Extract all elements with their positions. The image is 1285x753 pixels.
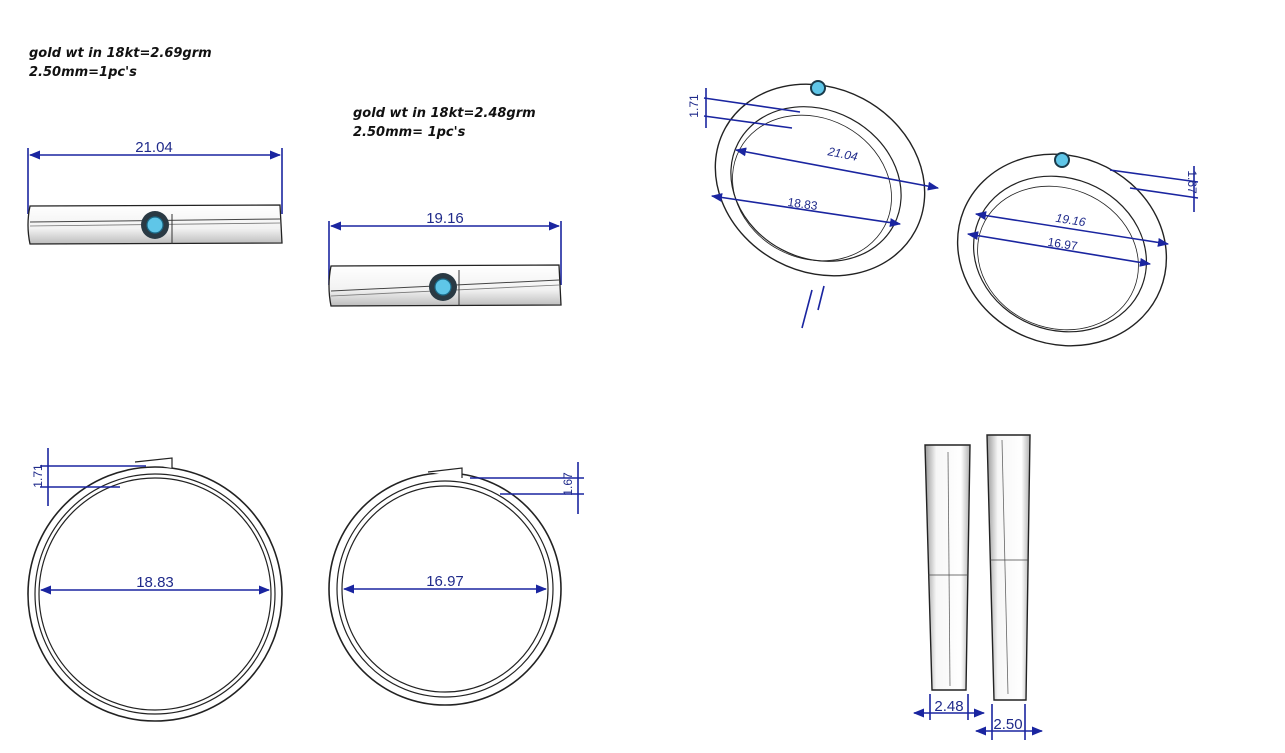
- iso-ring2-thickness-label: 1.67: [1185, 170, 1199, 194]
- ring2-gem-icon: [434, 278, 452, 296]
- ring1-stone-text: 2.50mm=1pc's: [29, 65, 137, 80]
- ring2-weight-text: gold wt in 18kt=2.48grm: [353, 106, 536, 121]
- ring2-side-view: 2.50: [974, 434, 1044, 740]
- ring1-weight-text: gold wt in 18kt=2.69grm: [29, 46, 212, 61]
- iso-ring1-thickness-label: 1.71: [687, 94, 701, 118]
- ring1-thickness-label: 1.71: [31, 464, 45, 488]
- iso-ring1-outer-label: 21.04: [826, 144, 859, 164]
- ring1-inner-diameter-label: 18.83: [136, 574, 174, 591]
- iso-ring2-outer-label: 19.16: [1055, 211, 1087, 230]
- ring1-band-width-label: 2.48: [934, 698, 963, 715]
- ring2-isometric-view: 19.16 16.97 1.67: [956, 152, 1199, 347]
- ring1-iso-gem-icon: [810, 80, 826, 96]
- ring2-front-view: 1.67 16.97: [328, 462, 584, 706]
- iso-ring1-inner-label: 18.83: [787, 195, 819, 213]
- ring2-thickness-label: 1.67: [561, 472, 575, 496]
- ring2-iso-gem-icon: [1054, 152, 1070, 168]
- iso-ring2-inner-label: 16.97: [1047, 235, 1079, 254]
- ring2-stone-text: 2.50mm= 1pc's: [353, 125, 466, 140]
- ring2-top-view: 19.16: [328, 210, 562, 307]
- ring1-gem-icon: [146, 216, 164, 234]
- ring1-weight-note: gold wt in 18kt=2.69grm 2.50mm=1pc's: [29, 44, 212, 82]
- ring1-outer-width-label: 21.04: [135, 139, 173, 156]
- ring2-inner-diameter-label: 16.97: [426, 573, 464, 590]
- ring1-isometric-view: 21.04 18.83 1.71: [687, 80, 940, 329]
- ring1-front-view: 1.71 18.83: [27, 448, 283, 722]
- ring2-weight-note: gold wt in 18kt=2.48grm 2.50mm= 1pc's: [353, 104, 536, 142]
- ring2-outer-width-label: 19.16: [426, 210, 464, 227]
- ring2-band-width-label: 2.50: [993, 716, 1022, 733]
- ring1-top-view: 21.04: [27, 139, 283, 245]
- ring1-side-view: 2.48: [912, 444, 986, 720]
